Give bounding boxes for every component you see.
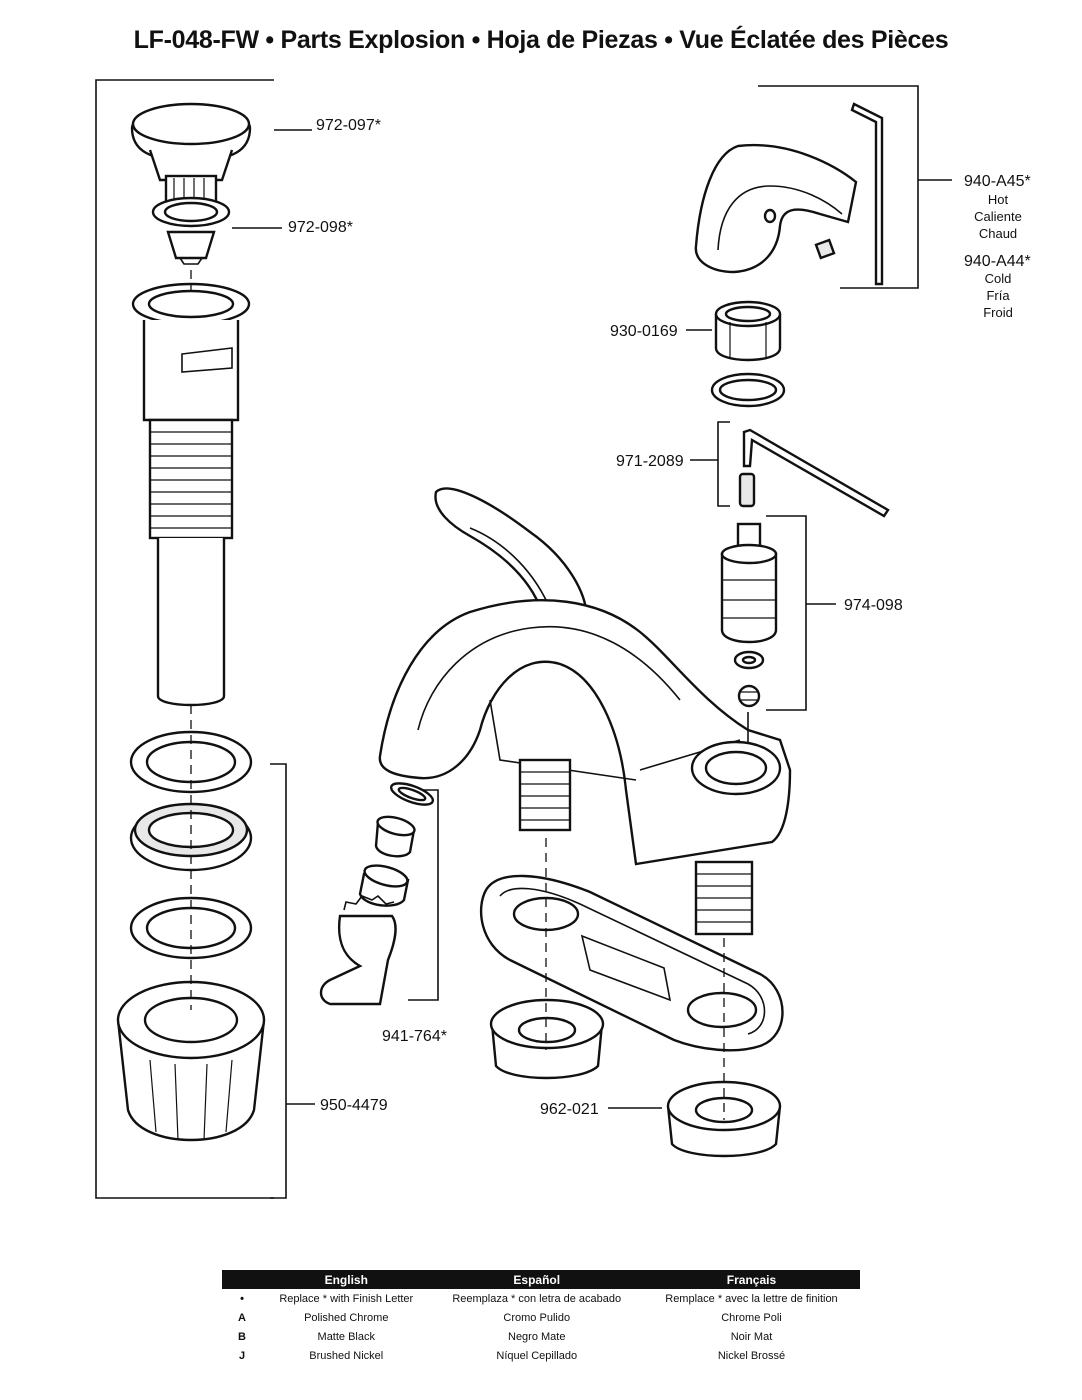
drain-assembly [95, 79, 315, 1199]
finish-en: Polished Chrome [304, 1311, 389, 1324]
label-hot-es: Caliente [974, 209, 1022, 224]
handle-part [694, 143, 858, 274]
page-title: LF-048-FW • Parts Explosion • Hoja de Pi… [133, 26, 949, 54]
label-cold-fr: Froid [983, 305, 1013, 320]
finish-es: Reemplaza * con letra de acabado [452, 1292, 622, 1305]
finish-table: English Español Français • Replace * wit… [222, 1270, 860, 1365]
label-941-764: 941-764* [382, 1028, 447, 1045]
popup-cap-part [130, 102, 252, 182]
finish-code: A [238, 1311, 246, 1324]
handle-assembly [694, 85, 952, 289]
hex-key-set-part [690, 421, 890, 518]
label-962-021: 962-021 [540, 1101, 599, 1118]
label-cold-en: Cold [985, 271, 1012, 286]
finish-en: Replace * with Finish Letter [279, 1292, 414, 1305]
faucet-body-part [378, 487, 792, 936]
label-971-2089: 971-2089 [616, 453, 684, 470]
table-row: J Brushed Nickel Níquel Cepillado Nickel… [222, 1346, 860, 1365]
label-972-097: 972-097* [316, 117, 381, 134]
finish-fr: Remplace * avec la lettre de finition [665, 1292, 838, 1305]
finish-es: Cromo Pulido [503, 1311, 571, 1324]
stopper-part [151, 174, 231, 265]
drain-body-part [131, 282, 251, 707]
header-espanol: Español [430, 1270, 643, 1289]
finish-en: Brushed Nickel [309, 1349, 384, 1362]
header-english: English [262, 1270, 431, 1289]
finish-es: Níquel Cepillado [496, 1349, 578, 1362]
bonnet-nut-part [686, 300, 786, 408]
finish-code: • [240, 1292, 244, 1305]
handle-set-screw [814, 238, 836, 260]
finish-en: Matte Black [317, 1330, 375, 1343]
handle-hex-key [850, 102, 884, 286]
finish-fr: Chrome Poli [721, 1311, 782, 1324]
finish-fr: Nickel Brossé [717, 1349, 786, 1362]
finish-code: B [238, 1330, 246, 1343]
label-972-098: 972-098* [288, 219, 353, 236]
finish-table-header: English Español Français [222, 1270, 860, 1289]
drain-bracket [95, 79, 274, 1199]
table-row: A Polished Chrome Cromo Pulido Chrome Po… [222, 1308, 860, 1327]
header-francais: Français [642, 1270, 860, 1289]
handle-bracket [758, 85, 919, 289]
label-940-A44: 940-A44* [964, 253, 1031, 270]
cartridge-part [720, 515, 836, 711]
finish-es: Negro Mate [508, 1330, 566, 1343]
mounting-nut-left-part [489, 998, 605, 1080]
parts-explosion-diagram: 972-097* 972-098* 950-4479 940-A45* Hot … [95, 79, 1031, 1199]
aerator-part [319, 782, 439, 1006]
table-row: • Replace * with Finish Letter Reemplaza… [222, 1289, 860, 1308]
deck-plate-part [479, 874, 784, 1052]
label-cold-es: Fría [986, 288, 1010, 303]
finish-code: J [238, 1349, 246, 1362]
table-row: B Matte Black Negro Mate Noir Mat [222, 1327, 860, 1346]
label-hot-fr: Chaud [979, 226, 1017, 241]
label-950-4479: 950-4479 [320, 1097, 388, 1114]
label-hot-en: Hot [988, 192, 1009, 207]
label-974-098: 974-098 [844, 597, 903, 614]
finish-fr: Noir Mat [730, 1330, 773, 1343]
label-940-A45: 940-A45* [964, 173, 1031, 190]
label-930-0169: 930-0169 [610, 323, 678, 340]
